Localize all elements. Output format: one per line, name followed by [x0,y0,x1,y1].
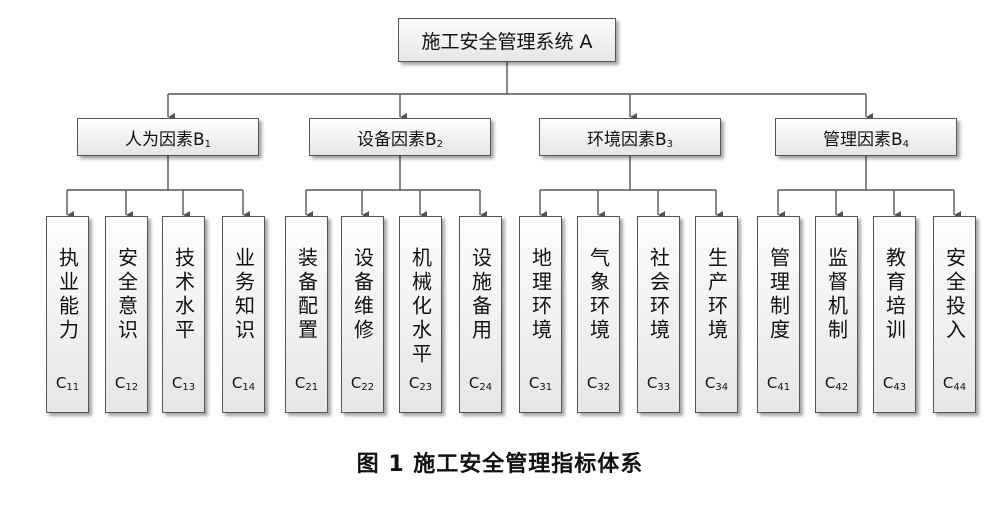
root-label: 施工安全管理系统 A [421,30,593,53]
indicator-subscript: 33 [657,382,671,393]
indicator-code: C34 [704,374,729,393]
indicator-label: 业务知识 [231,247,256,343]
indicator-subscript: 43 [893,382,907,393]
indicator-subscript: 13 [182,382,196,393]
indicator-subscript: 41 [777,382,791,393]
indicator-subscript: 32 [597,382,611,393]
figure-caption: 图 1 施工安全管理指标体系 [356,452,644,477]
indicator-code: C43 [882,374,907,393]
factor-node-b2: 设备因素B2 [309,118,491,156]
indicator-subscript: 23 [419,382,433,393]
indicator-code: C12 [114,374,139,393]
indicator-code: C23 [408,374,433,393]
indicator-code: C33 [646,374,671,393]
indicator-code: C31 [528,374,553,393]
factor-node-b3: 环境因素B3 [539,118,721,156]
factor-subscript: 1 [204,138,212,150]
indicator-code: C13 [171,374,196,393]
factor-node-b4: 管理因素B4 [775,118,957,156]
factor-label: 设备因素B2 [356,129,444,150]
indicator-label: 设备维修 [350,247,375,343]
root-node: 施工安全管理系统 A [398,18,616,62]
indicator-label: 气象环境 [586,247,611,343]
indicator-subscript: 11 [66,382,80,393]
indicator-label: 装备配置 [294,247,319,343]
indicator-code: C21 [294,374,319,393]
indicator-label: 技术水平 [171,247,196,343]
indicator-code: C11 [55,374,80,393]
indicator-label: 安全意识 [114,247,139,343]
indicator-code: C42 [824,374,849,393]
indicator-node-c13: 技术水平 C13 [162,216,205,413]
indicator-code: C22 [350,374,375,393]
indicator-node-c41: 管理制度 C41 [757,216,800,413]
indicator-node-c11: 执业能力 C11 [46,216,89,413]
indicator-node-c14: 业务知识 C14 [222,216,265,413]
connector-lines [66,62,961,219]
indicator-node-c21: 装备配置 C21 [285,216,328,413]
indicator-node-c43: 教育培训 C43 [873,216,916,413]
indicator-node-c12: 安全意识 C12 [105,216,148,413]
indicator-code: C14 [231,374,256,393]
indicator-subscript: 14 [242,382,256,393]
indicator-node-c42: 监督机制 C42 [815,216,858,413]
indicator-subscript: 31 [539,382,553,393]
indicator-subscript: 34 [715,382,729,393]
indicator-subscript: 21 [305,382,319,393]
indicator-subscript: 42 [835,382,849,393]
indicator-subscript: 12 [125,382,139,393]
indicator-label: 地理环境 [528,247,553,343]
indicator-label: 监督机制 [824,247,849,343]
indicator-node-c22: 设备维修 C22 [341,216,384,413]
indicator-node-c44: 安全投入 C44 [933,216,976,413]
indicator-label: 设施备用 [468,247,493,343]
factor-label: 环境因素B3 [586,129,674,150]
factor-subscript: 4 [902,138,910,150]
indicator-node-c33: 社会环境 C33 [637,216,680,413]
indicator-node-c23: 机械化水平 C23 [399,216,442,413]
indicator-label: 执业能力 [55,247,80,343]
indicator-code: C41 [766,374,791,393]
indicator-code: C32 [586,374,611,393]
indicator-label: 生产环境 [704,247,729,343]
indicator-subscript: 44 [953,382,967,393]
hierarchy-diagram: 施工安全管理系统 A 人为因素B1 执业能力 C11 安全意识 C12 技术水平 C13 业务… [46,18,976,413]
factor-node-b1: 人为因素B1 [77,118,259,156]
factor-label: 人为因素B1 [124,129,212,150]
indicator-label: 教育培训 [882,247,907,343]
indicator-node-c32: 气象环境 C32 [577,216,620,413]
indicator-label: 社会环境 [646,247,671,343]
indicator-label: 机械化水平 [408,247,433,367]
indicator-node-c24: 设施备用 C24 [459,216,502,413]
indicator-label: 管理制度 [766,247,791,343]
indicator-code: C24 [468,374,493,393]
factor-subscript: 3 [666,138,674,150]
indicator-subscript: 22 [361,382,375,393]
indicator-subscript: 24 [479,382,493,393]
indicator-label: 安全投入 [942,247,967,343]
factor-label: 管理因素B4 [822,129,910,150]
indicator-node-c34: 生产环境 C34 [695,216,738,413]
indicator-code: C44 [942,374,967,393]
indicator-node-c31: 地理环境 C31 [519,216,562,413]
factor-subscript: 2 [436,138,444,150]
